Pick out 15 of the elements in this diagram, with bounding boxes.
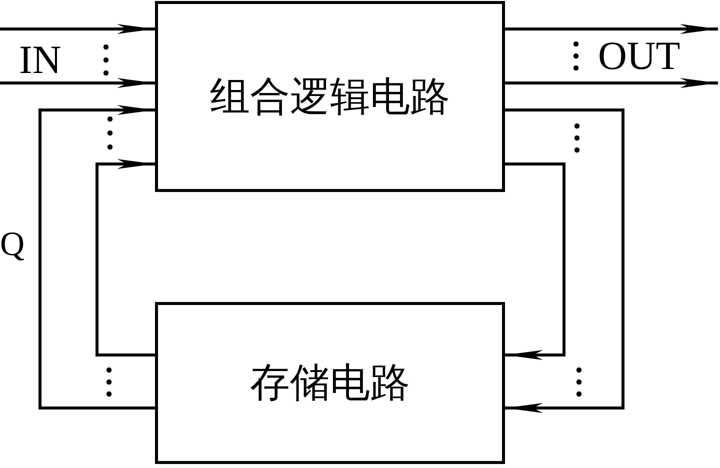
signal-arrow [505,24,718,34]
storage-block [155,302,505,464]
block-title: 存储电路 [250,361,410,405]
signal-label: OUT [598,36,680,76]
feedback-arrow [505,108,624,413]
signal-arrow [505,78,718,88]
logic-block [155,1,505,192]
block-title: 组合逻辑电路 [210,74,450,118]
feedback-arrow [38,105,155,410]
signal-label: Q [0,228,25,262]
signal-arrow [0,78,155,88]
feedback-arrow [505,162,566,360]
signal-label: IN [19,40,62,80]
feedback-arrow [96,159,155,356]
signal-arrow [0,24,155,34]
